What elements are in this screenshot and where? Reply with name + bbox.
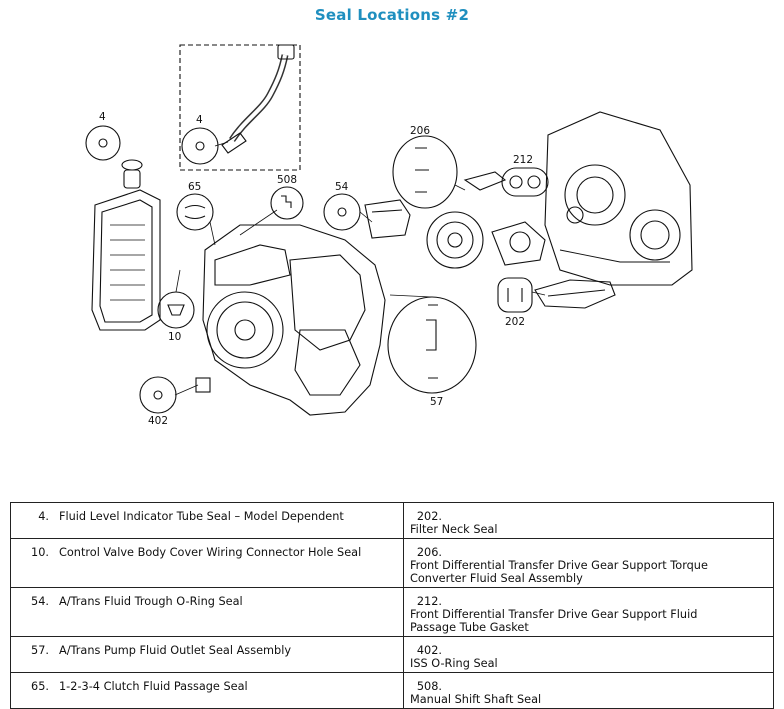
callout-labels: 4 4 65 508 54 206 212 10 402 57 202 <box>99 111 533 427</box>
page-title: Seal Locations #2 <box>314 6 470 24</box>
legend-description: ISS O-Ring Seal <box>410 657 498 670</box>
fluid-trough <box>364 199 411 239</box>
callout-label: 212 <box>513 154 533 166</box>
filter <box>534 279 616 309</box>
legend-description: Control Valve Body Cover Wiring Connecto… <box>59 546 362 559</box>
legend-number: 57. <box>31 644 49 657</box>
callout-label: 57 <box>430 396 443 408</box>
legend-description: Front Differential Transfer Drive Gear S… <box>410 559 708 585</box>
legend-description: Manual Shift Shaft Seal <box>410 693 542 706</box>
legend-number: 4. <box>38 510 49 523</box>
legend-description: A/Trans Pump Fluid Outlet Seal Assembly <box>59 644 292 657</box>
callout-label: 206 <box>410 125 430 137</box>
legend-row: 4. Fluid Level Indicator Tube Seal – Mode… <box>10 502 774 539</box>
callout-label: 202 <box>505 316 525 328</box>
gear-support <box>426 171 546 269</box>
callout-label: 54 <box>335 181 349 193</box>
legend-description: Fluid Level Indicator Tube Seal – Model … <box>59 510 344 523</box>
callout-label: 4 <box>196 114 203 126</box>
legend-number: 202. <box>416 510 442 523</box>
legend-description: A/Trans Fluid Trough O-Ring Seal <box>59 595 243 608</box>
transaxle-case <box>195 224 386 416</box>
legend-number: 206. <box>416 546 442 559</box>
callout-label: 65 <box>188 181 201 193</box>
fill-tube-inset <box>179 44 301 171</box>
legend-row: 10. Control Valve Body Cover Wiring Conne… <box>10 538 774 588</box>
leader-lines <box>174 141 546 396</box>
legend-description: Front Differential Transfer Drive Gear S… <box>410 608 698 634</box>
legend-table: 4. Fluid Level Indicator Tube Seal – Mode… <box>10 502 774 709</box>
legend-number: 10. <box>31 546 49 559</box>
callout-label: 4 <box>99 111 106 123</box>
seal-locations-diagram: 4 4 65 508 54 206 212 10 402 57 202 <box>85 44 693 427</box>
legend-description: 1-2-3-4 Clutch Fluid Passage Seal <box>59 680 248 693</box>
legend-number: 54. <box>31 595 49 608</box>
converter-housing <box>544 111 693 286</box>
legend-description: Filter Neck Seal <box>410 523 498 536</box>
legend-row: 57. A/Trans Pump Fluid Outlet Seal Assemb… <box>10 636 774 673</box>
legend-number: 65. <box>31 680 49 693</box>
valve-body-cover <box>91 159 161 331</box>
callout-label: 402 <box>148 415 168 427</box>
legend-row: 54. A/Trans Fluid Trough O-Ring Seal 212.… <box>10 587 774 637</box>
callout-label: 508 <box>277 174 297 186</box>
legend-number: 402. <box>416 644 442 657</box>
legend-number: 212. <box>416 595 442 608</box>
callout-circles <box>85 125 549 414</box>
legend-number: 508. <box>416 680 442 693</box>
callout-label: 10 <box>168 331 181 343</box>
